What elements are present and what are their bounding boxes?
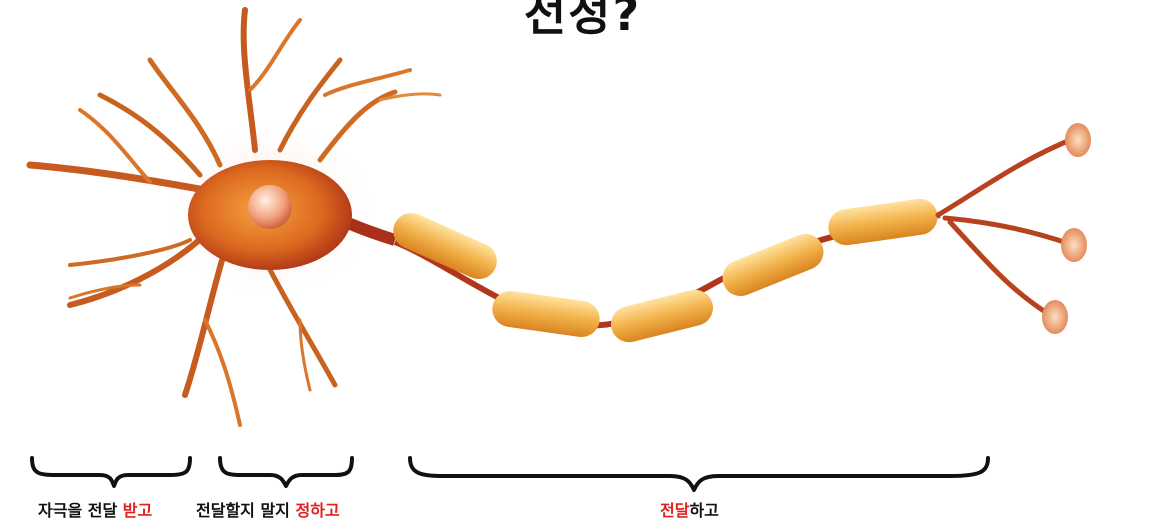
bracket-receive [30,456,192,488]
label-transmit-text: 하고 [689,501,719,520]
synaptic-terminal [1042,300,1068,334]
label-decide-highlight: 정하고 [295,501,340,520]
myelin-segment [611,289,713,343]
label-receive-text: 자극을 전달 [38,501,123,520]
myelin-sheaths [393,198,938,343]
nucleus [248,185,292,229]
dendrites [26,7,442,427]
label-receive: 자극을 전달 받고 [38,497,152,521]
synaptic-terminal [1061,228,1087,262]
axon-terminals [935,135,1078,318]
myelin-segment [393,212,497,280]
page-title: 전정? [523,0,642,41]
myelin-segment [492,290,600,338]
label-decide: 전달할지 말지 정하고 [196,497,340,521]
label-transmit: 전달하고 [660,497,719,521]
label-receive-highlight: 받고 [122,501,153,520]
bracket-transmit [408,456,990,492]
bracket-decide [218,456,354,488]
label-transmit-highlight: 전달 [660,501,690,520]
myelin-segment [828,198,938,246]
synaptic-terminal [1065,123,1091,157]
label-decide-text: 전달할지 말지 [196,501,296,520]
myelin-segment [722,233,824,297]
